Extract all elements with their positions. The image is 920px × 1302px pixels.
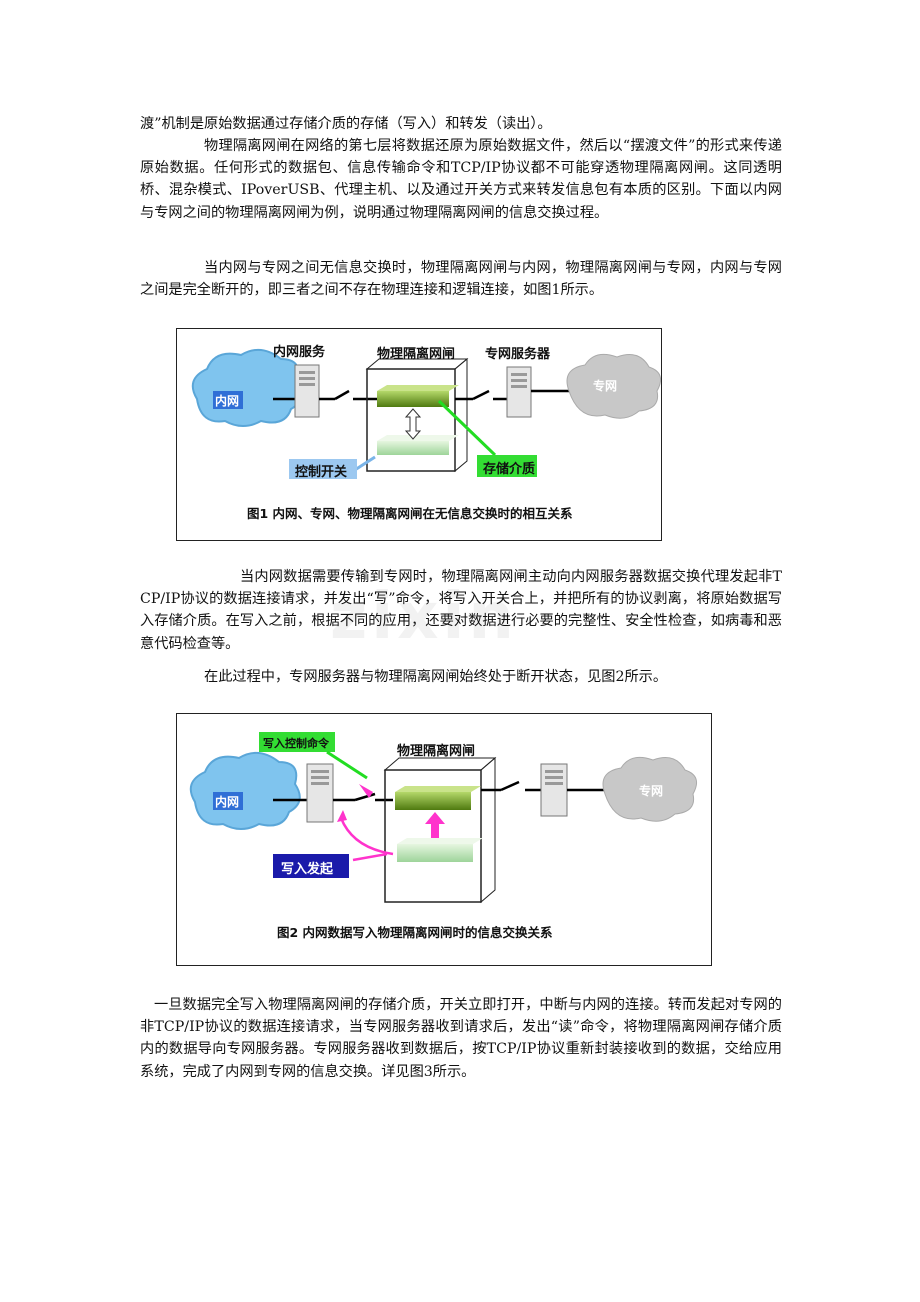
switch-icon — [354, 784, 376, 802]
label-storage: 存储介质 — [483, 462, 536, 477]
label-gateway: 物理隔离网闸 — [377, 347, 456, 362]
paragraph-6: 一旦数据完全写入物理隔离网闸的存储介质，开关立即打开，中断与内网的连接。转而发起… — [140, 997, 782, 1080]
server-icon — [506, 366, 532, 418]
label-gateway-2: 物理隔离网闸 — [397, 744, 476, 759]
label-inner-net-2: 内网 — [215, 795, 240, 809]
figure-1: 内网服务 物理隔离网闸 专网服务器 内网 专网 控制开关 存储介质 图1 内网、… — [176, 328, 662, 541]
cloud-icon — [602, 756, 698, 822]
server-icon — [306, 763, 334, 823]
label-private-net: 专网 — [593, 379, 618, 393]
label-write-cmd: 写入控制命令 — [263, 737, 329, 750]
paragraph-3: 当内网与专网之间无信息交换时，物理隔离网闸与内网，物理隔离网闸与专网，内网与专网… — [140, 260, 782, 299]
paragraph-5: 在此过程中，专网服务器与物理隔离网闸始终处于断开状态，见图2所示。 — [204, 669, 668, 685]
arrow-icon — [404, 408, 422, 440]
server-icon — [540, 763, 568, 817]
cloud-icon — [566, 353, 661, 419]
switch-icon — [334, 389, 350, 401]
paragraph-4: 当内网数据需要传输到专网时，物理隔离网闸主动向内网服务器数据交换代理发起非TCP… — [140, 569, 782, 652]
label-private-net-2: 专网 — [639, 784, 664, 798]
label-write-init: 写入发起 — [281, 862, 334, 877]
figure-1-caption: 图1 内网、专网、物理隔离网闸在无信息交换时的相互关系 — [247, 506, 573, 521]
figure-2: 写入控制命令 物理隔离网闸 内网 专网 写入发起 图2 内网数据写入物理隔离网闸… — [176, 713, 712, 966]
arrow-icon — [425, 812, 445, 838]
figure-2-caption: 图2 内网数据写入物理隔离网闸时的信息交换关系 — [277, 925, 553, 940]
figure-2-diagram — [189, 732, 698, 904]
label-private-server: 专网服务器 — [485, 347, 551, 362]
paragraph-1: 渡”机制是原始数据通过存储介质的存储（写入）和转发（读出）。 — [140, 116, 552, 132]
label-inner-net: 内网 — [215, 394, 240, 408]
server-icon — [294, 364, 320, 418]
label-control-switch: 控制开关 — [295, 465, 348, 480]
cloud-icon — [189, 751, 301, 830]
paragraph-2: 物理隔离网闸在网络的第七层将数据还原为原始数据文件，然后以“摆渡文件”的形式来传… — [140, 138, 782, 221]
figure-1-diagram — [191, 348, 661, 479]
label-inner-server: 内网服务 — [273, 345, 326, 360]
cloud-icon — [191, 348, 303, 427]
